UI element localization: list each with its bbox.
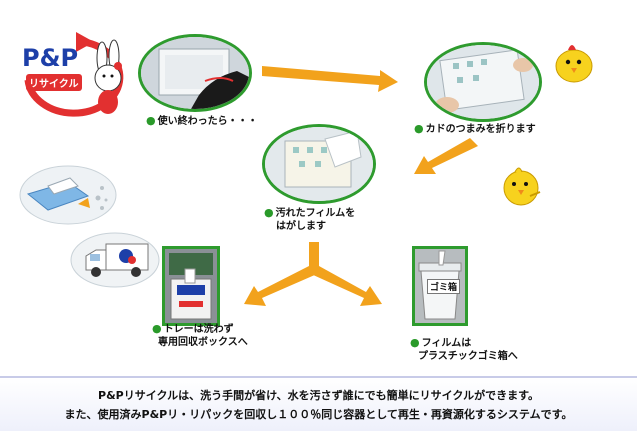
trash-bin-label: ゴミ箱 (427, 279, 461, 294)
arrow-split-left (244, 266, 317, 306)
arrow-split-stem (309, 242, 319, 272)
bullet-dot-icon: ● (152, 322, 162, 335)
bullet-dot-icon: ● (264, 206, 274, 219)
chick-icon (503, 167, 541, 206)
step1-label: 使い終わったら・・・ (157, 116, 258, 127)
bullet-dot-icon: ● (410, 336, 420, 349)
bullet-dot-icon: ● (414, 122, 424, 135)
tray-film-icon (19, 165, 117, 225)
step3-caption: ●汚れたフィルムを はがします (264, 206, 355, 233)
step4-photo (162, 246, 220, 326)
truck-icon (70, 232, 160, 288)
step3-label-line1: 汚れたフィルムを (275, 208, 356, 219)
step1-caption: ●使い終わったら・・・ (146, 114, 258, 128)
footer-line2: また、使用済みP&Pリ・リパックを回収し１００％同じ容器として再生・再資源化する… (64, 408, 573, 421)
collection-box-image (165, 249, 217, 323)
step2-photo (424, 42, 542, 122)
step4-label-line1: トレーは洗わず (163, 324, 234, 335)
step2-label: カドのつまみを折ります (425, 124, 536, 135)
arrow-down-left (414, 138, 478, 174)
step3-photo (262, 124, 376, 204)
footer-line1: P&Pリサイクルは、洗う手間が省け、水を汚さず誰にでも簡単にリサイクルができます… (98, 389, 539, 402)
step4-caption: ●トレーは洗わず 専用回収ボックスへ (152, 322, 248, 349)
step4-label-line2: 専用回収ボックスへ (158, 337, 248, 348)
logo-brand: P&P (22, 44, 79, 72)
bullet-dot-icon: ● (146, 114, 156, 127)
used-tray-image (141, 37, 249, 109)
recycle-arrow-icon (24, 32, 124, 117)
arrow-right (262, 66, 398, 92)
pp-recycle-logo: P&P リサイクル (14, 30, 134, 120)
step3-label-line2: はがします (276, 221, 326, 232)
arrow-split-right (311, 266, 382, 306)
step1-photo (138, 34, 252, 112)
chick-mascot-top (552, 38, 596, 84)
step5-label-line1: フィルムは (421, 338, 472, 349)
step5-label-line2: プラスチックゴミ箱へ (418, 351, 518, 362)
fold-corner-image (427, 45, 539, 119)
step5-photo: ゴミ箱 (412, 246, 468, 326)
footer-description: P&Pリサイクルは、洗う手間が省け、水を汚さず誰にでも簡単にリサイクルができます… (0, 376, 637, 431)
truck-illustration (70, 232, 160, 288)
tray-peel-illustration (18, 164, 118, 226)
chick-icon (555, 45, 593, 83)
step2-caption: ●カドのつまみを折ります (414, 122, 536, 136)
chick-mascot-right (500, 160, 542, 208)
logo-sub: リサイクル (26, 74, 82, 91)
step5-caption: ●フィルムは プラスチックゴミ箱へ (410, 336, 518, 363)
flow-arrows (244, 66, 478, 306)
peel-film-image (265, 127, 373, 201)
